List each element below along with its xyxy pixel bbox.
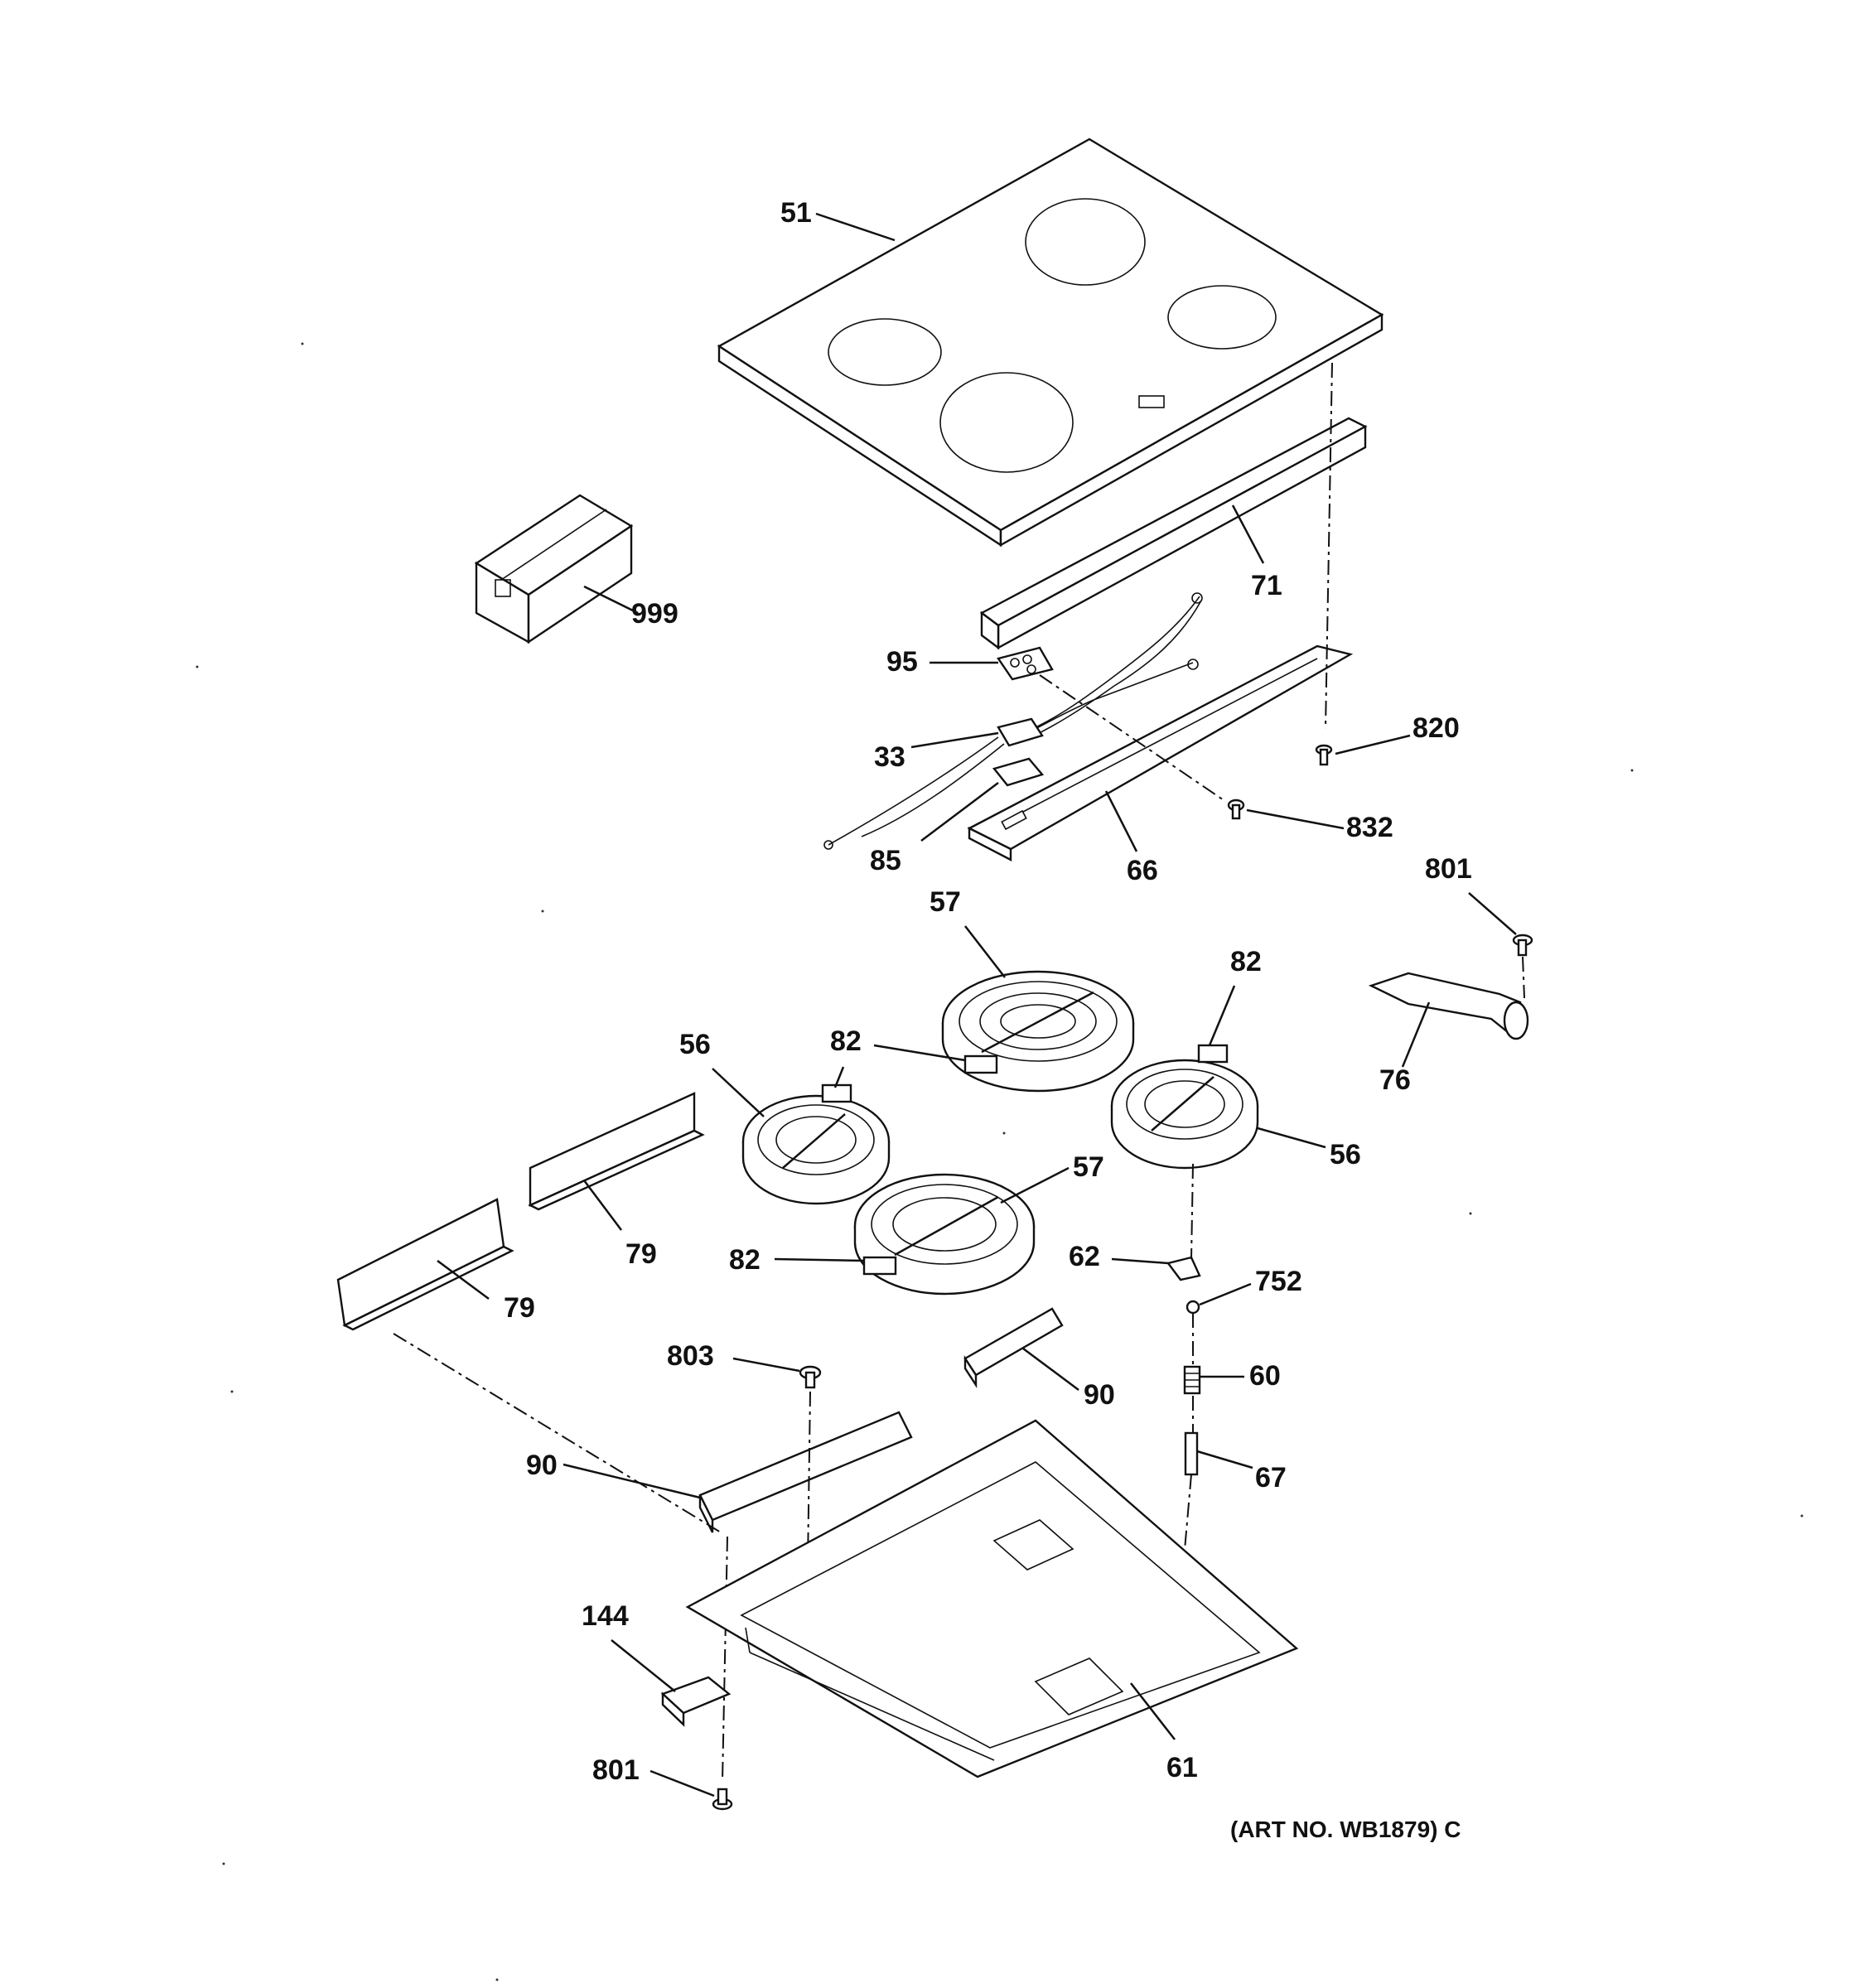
callout-67: 67 xyxy=(1255,1462,1287,1493)
part-752-nut xyxy=(1186,1300,1200,1315)
part-67-pin xyxy=(1184,1431,1199,1476)
part-144-bracket xyxy=(660,1676,732,1727)
part-79-bracket-upper xyxy=(528,1092,705,1211)
callout-95: 95 xyxy=(886,646,918,678)
part-801-screw-top xyxy=(1512,934,1533,999)
callout-90-left: 90 xyxy=(526,1450,558,1481)
leader-lines xyxy=(437,212,1517,1797)
part-90-bracket-center xyxy=(963,1307,1064,1389)
indicator-window xyxy=(1138,395,1165,408)
callout-62: 62 xyxy=(1069,1241,1100,1272)
burner-outline-right xyxy=(1167,285,1277,350)
callout-61: 61 xyxy=(1166,1752,1198,1783)
callout-144: 144 xyxy=(582,1600,629,1632)
part-51-cooktop-glass xyxy=(717,138,1384,548)
callout-85: 85 xyxy=(870,845,901,876)
callout-labels: 51 71 999 95 33 820 832 85 66 801 57 82 … xyxy=(504,197,1472,1786)
part-57-burner-front xyxy=(853,1173,1036,1296)
callout-820: 820 xyxy=(1412,712,1460,744)
callout-79-upper: 79 xyxy=(625,1238,657,1270)
callout-90-center: 90 xyxy=(1084,1379,1115,1411)
callout-76: 76 xyxy=(1379,1064,1411,1096)
burner-outline-rear xyxy=(1025,198,1146,286)
burner-outline-left xyxy=(828,318,942,386)
callout-801-bottom: 801 xyxy=(592,1754,640,1786)
callout-82-right: 82 xyxy=(1230,946,1262,977)
callout-82-front: 82 xyxy=(729,1244,761,1276)
part-832-screw xyxy=(1039,674,1245,820)
alignment-line-56 xyxy=(1190,1163,1194,1260)
part-60-spring xyxy=(1183,1365,1201,1395)
part-56-burner-left xyxy=(741,1083,891,1205)
callout-66: 66 xyxy=(1127,855,1158,886)
part-999-box xyxy=(474,494,634,644)
part-820-screw xyxy=(1315,362,1333,766)
part-56-burner-right xyxy=(1110,1044,1259,1170)
callout-56-right: 56 xyxy=(1330,1139,1361,1170)
part-66-support-channel xyxy=(967,644,1354,861)
part-801-screw-bottom xyxy=(712,1788,733,1811)
callout-999: 999 xyxy=(631,598,678,630)
callout-57-front: 57 xyxy=(1073,1151,1104,1183)
callout-79-lower: 79 xyxy=(504,1292,535,1324)
callout-60: 60 xyxy=(1249,1360,1281,1392)
part-71-trim-bar xyxy=(979,417,1368,650)
part-85-block xyxy=(992,757,1045,787)
callout-56-left: 56 xyxy=(679,1029,711,1060)
callout-832: 832 xyxy=(1346,812,1393,843)
callout-803: 803 xyxy=(667,1340,714,1372)
part-76-duct xyxy=(1368,972,1529,1040)
part-33-wiring-harness xyxy=(823,592,1203,850)
callout-57-rear: 57 xyxy=(930,886,961,918)
part-61-burner-box xyxy=(685,1419,1299,1778)
art-number: (ART NO. WB1879) C xyxy=(1230,1817,1461,1842)
callout-51: 51 xyxy=(780,197,812,229)
callout-801-top: 801 xyxy=(1425,853,1472,885)
part-79-bracket-lower xyxy=(336,1198,514,1331)
callout-752: 752 xyxy=(1255,1266,1302,1297)
alignment-line-79 xyxy=(393,1333,722,1533)
alignment-line-801 xyxy=(722,1536,728,1782)
part-95-bracket xyxy=(997,646,1054,681)
part-803-screw xyxy=(799,1365,822,1566)
callout-82-rear: 82 xyxy=(830,1025,862,1057)
callout-33: 33 xyxy=(874,741,905,773)
burner-outline-front xyxy=(939,372,1074,473)
part-62-clip xyxy=(1166,1256,1201,1281)
part-90-bracket-left xyxy=(698,1411,913,1533)
part-57-burner-rear xyxy=(941,970,1135,1093)
callout-71: 71 xyxy=(1251,570,1282,601)
scan-specks xyxy=(196,342,1804,1981)
